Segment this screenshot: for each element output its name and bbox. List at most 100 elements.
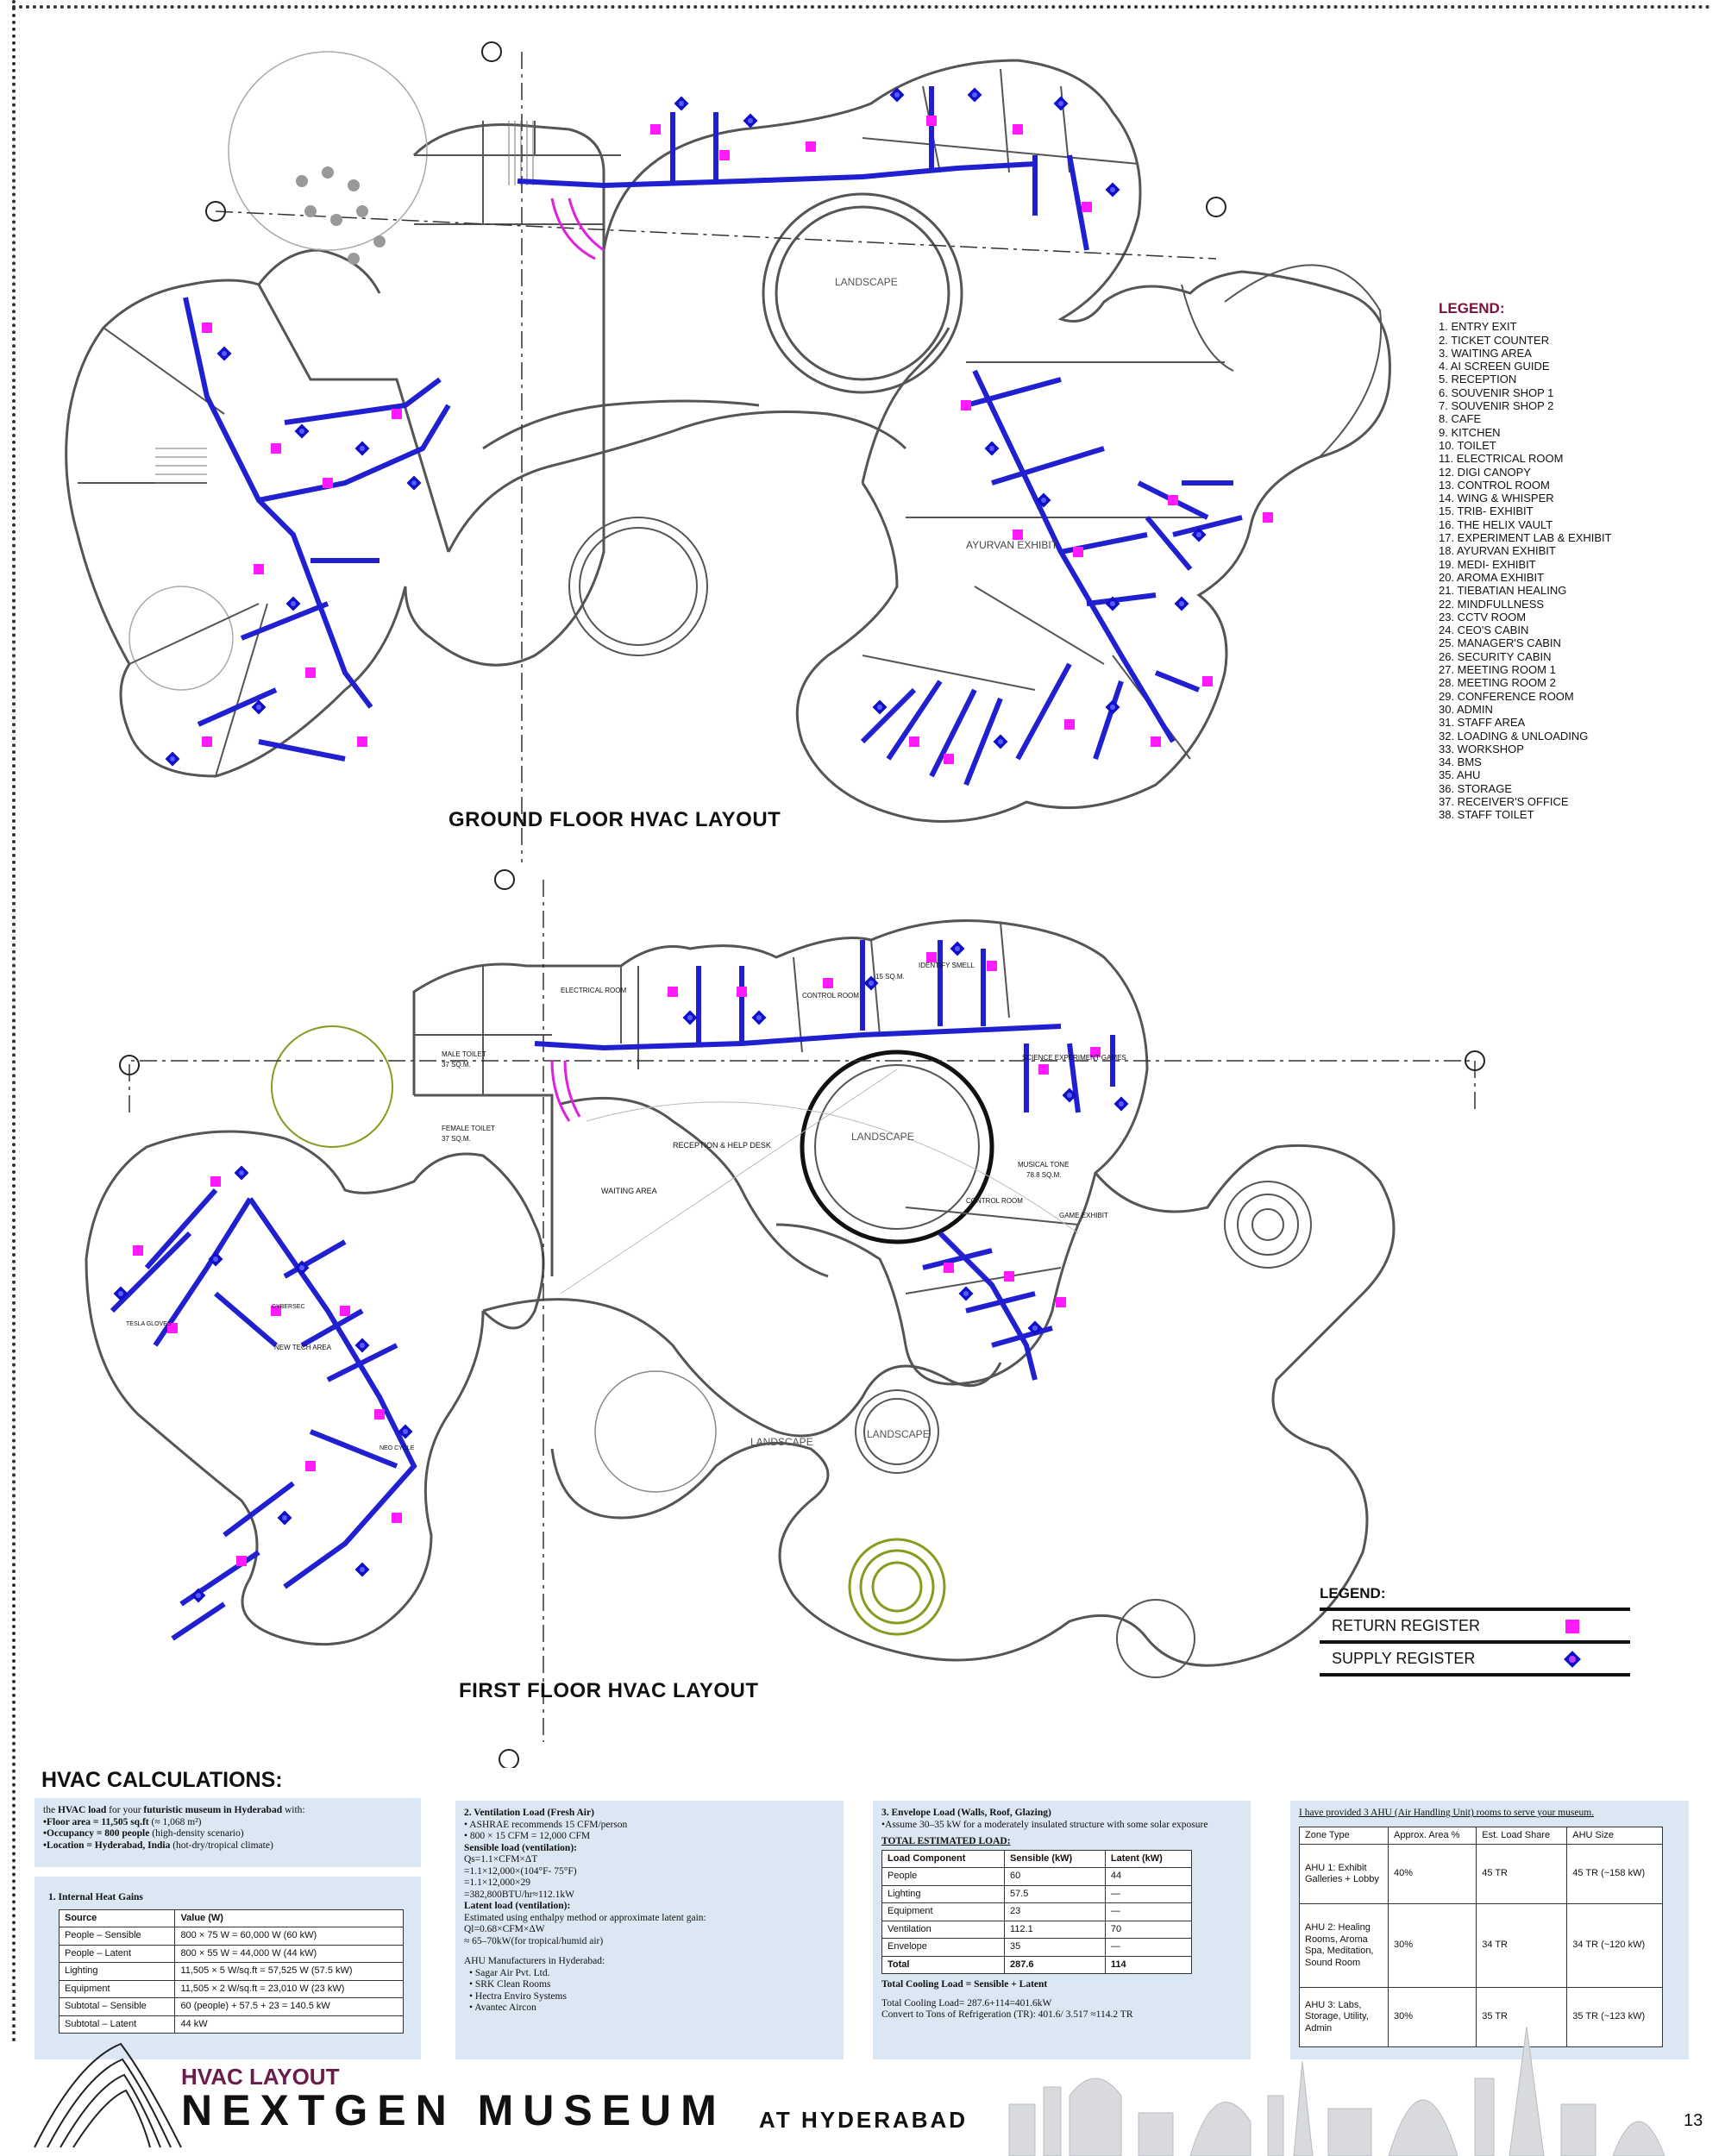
ff-waiting-label: WAITING AREA	[601, 1187, 657, 1195]
ground-ayurvan-label: AYURVAN EXHIBIT	[966, 539, 1058, 551]
ff-cybersecurity-label: CYBERSEC	[272, 1304, 305, 1310]
manufacturer-name: Sagar Air Pvt. Ltd.	[474, 1967, 550, 1978]
table-cell: 800 × 75 W = 60,000 W (60 kW)	[174, 1927, 404, 1946]
ff-tesla-gloves-label: TESLA GLOVES	[126, 1321, 172, 1327]
table-cell: Equipment	[881, 1902, 1006, 1921]
table-row: AHU 2: Healing Rooms, Aroma Spa, Meditat…	[1299, 1903, 1663, 1988]
ventilation-line: Estimated using enthalpy method or appro…	[464, 1912, 706, 1923]
legend-item: 15. TRIB- EXHIBIT	[1439, 505, 1534, 518]
table-cell: 112.1	[1004, 1920, 1106, 1939]
ff-reception-label: RECEPTION & HELP DESK	[673, 1141, 771, 1150]
table-header: Latent (kW)	[1104, 1849, 1193, 1868]
legend-item: 17. EXPERIMENT LAB & EXHIBIT	[1439, 531, 1612, 545]
legend-item: 22. MINDFULLNESS	[1439, 597, 1545, 611]
ventilation-line: Latent load (ventilation):	[464, 1901, 571, 1911]
legend-item: 7. SOUVENIR SHOP 2	[1439, 399, 1554, 413]
ff-science-games-label: SCIENCE EXPERIMENT GAMES	[1022, 1054, 1126, 1062]
legend-item: 12. DIGI CANOPY	[1439, 465, 1531, 479]
manufacturer-name: Avantec Aircon	[474, 2002, 536, 2013]
ventilation-line: • 800 × 15 CFM = 12,000 CFM	[464, 1831, 591, 1841]
table-cell: 23	[1004, 1902, 1106, 1921]
legend-item: 8. CAFE	[1439, 412, 1482, 426]
legend-item: 25. MANAGER'S CABIN	[1439, 636, 1561, 650]
legend-item: 33. WORKSHOP	[1439, 742, 1524, 755]
first-landscape-label: LANDSCAPE	[851, 1131, 914, 1143]
table-cell: 45 TR	[1476, 1844, 1568, 1904]
table-cell: 800 × 55 W = 44,000 W (44 kW)	[174, 1944, 404, 1963]
first-landscape-label-3: LANDSCAPE	[867, 1428, 930, 1440]
hvac-calculations-title: HVAC CALCULATIONS:	[41, 1768, 283, 1792]
ventilation-lines: • ASHRAE recommends 15 CFM/person• 800 ×…	[464, 1820, 835, 1948]
legend-item: 27. MEETING ROOM 1	[1439, 663, 1556, 677]
table-cell: 35	[1004, 1938, 1106, 1957]
ahu-heading: I have provided 3 AHU (Air Handling Unit…	[1299, 1808, 1595, 1818]
legend-item: 36. STORAGE	[1439, 781, 1513, 795]
legend-item: 37. RECEIVER'S OFFICE	[1439, 794, 1569, 808]
table-cell: 30%	[1387, 1987, 1477, 2047]
ff-control-room-label: CONTROL ROOM	[802, 992, 859, 1000]
legend-item: 38. STAFF TOILET	[1439, 808, 1534, 822]
ff-new-tech-label: NEW TECH AREA	[274, 1344, 332, 1351]
table-header: Load Component	[881, 1849, 1006, 1868]
table-cell: 70	[1104, 1920, 1193, 1939]
table-cell: 60 (people) + 57.5 + 23 = 140.5 kW	[174, 1997, 404, 2016]
table-cell: 35 TR (~123 kW)	[1566, 1987, 1663, 2047]
legend-item: 13. CONTROL ROOM	[1439, 478, 1550, 492]
legend-item: 2. TICKET COUNTER	[1439, 333, 1550, 347]
ahu-manufacturers-list: • Sagar Air Pvt. Ltd.• SRK Clean Rooms• …	[464, 1968, 835, 2015]
ventilation-line: Ql=0.68×CFM×ΔW	[464, 1924, 545, 1934]
page-border-left	[12, 0, 18, 2044]
room-legend-title: LEGEND:	[1439, 300, 1505, 317]
ventilation-line: =382,800BTU/hr≈112.1kW	[464, 1889, 574, 1900]
table-cell: Equipment	[58, 1979, 176, 1998]
calc-intro-panel: the HVAC load for your futuristic museum…	[34, 1798, 421, 1867]
table-cell: Envelope	[881, 1938, 1006, 1957]
footer-title: NEXTGEN MUSEUM	[181, 2086, 726, 2134]
footer-subtitle: HVAC LAYOUT	[181, 2064, 340, 2090]
intro-location: •Location = Hyderabad, India (hot-dry/tr…	[43, 1839, 273, 1851]
envelope-heading: 3. Envelope Load (Walls, Roof, Glazing)	[881, 1808, 1051, 1818]
manufacturer-item: • Hectra Enviro Systems	[469, 1990, 567, 2002]
museum-logo-icon	[34, 2042, 182, 2148]
return-register-row: RETURN REGISTER	[1320, 1608, 1630, 1640]
legend-item: 28. MEETING ROOM 2	[1439, 676, 1556, 690]
table-cell: 287.6	[1004, 1955, 1106, 1974]
manufacturer-item: • SRK Clean Rooms	[469, 1979, 551, 1990]
first-floor-ductwork-magenta	[550, 1060, 581, 1122]
ventilation-heading: 2. Ventilation Load (Fresh Air)	[464, 1808, 594, 1818]
ff-musical-tone-area: 78.8 SQ.M.	[1026, 1171, 1062, 1179]
ahu-panel: I have provided 3 AHU (Air Handling Unit…	[1290, 1801, 1689, 2059]
legend-item: 24. CEO'S CABIN	[1439, 624, 1529, 637]
table-cell: 57.5	[1004, 1884, 1106, 1903]
first-floor-title: FIRST FLOOR HVAC LAYOUT	[459, 1679, 759, 1702]
envelope-note: •Assume 30–35 kW for a moderately insula…	[881, 1819, 1208, 1830]
ground-landscape-label: LANDSCAPE	[835, 276, 898, 288]
table-cell: 30%	[1387, 1903, 1477, 1988]
envelope-load-panel: 3. Envelope Load (Walls, Roof, Glazing) …	[873, 1801, 1251, 2059]
table-cell: Ventilation	[881, 1920, 1006, 1939]
return-register-icon	[1565, 1620, 1579, 1633]
legend-item: 9. KITCHEN	[1439, 425, 1501, 439]
legend-item: 6. SOUVENIR SHOP 1	[1439, 385, 1554, 399]
ventilation-line: Qs=1.1×CFM×ΔT	[464, 1854, 538, 1865]
city-skyline-illustration	[1008, 2026, 1665, 2156]
legend-item: 18. AYURVAN EXHIBIT	[1439, 544, 1556, 558]
table-cell: People – Sensible	[58, 1927, 176, 1946]
ff-game-exhibit-label: GAME EXHIBIT	[1059, 1212, 1108, 1219]
total-result-2: Convert to Tons of Refrigeration (TR): 4…	[881, 2009, 1133, 2020]
supply-register-label: SUPPLY REGISTER	[1332, 1650, 1476, 1667]
table-cell: 34 TR	[1476, 1903, 1568, 1988]
legend-item: 1. ENTRY EXIT	[1439, 320, 1517, 334]
